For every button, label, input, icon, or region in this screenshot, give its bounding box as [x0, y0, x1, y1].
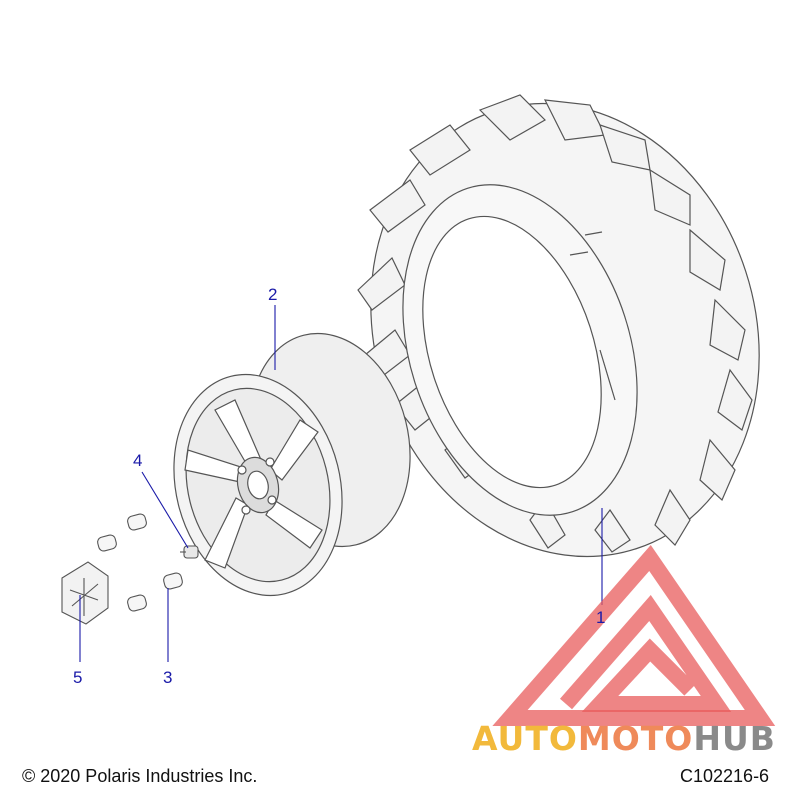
center-cap-illustration — [61, 561, 109, 625]
wheel-illustration — [173, 332, 411, 597]
valve-stem-illustration — [180, 545, 199, 559]
callout-tire: 1 — [596, 608, 606, 627]
lug-nuts-illustration — [97, 513, 183, 612]
callout-center-cap: 5 — [73, 668, 83, 687]
watermark-part-auto: AUTO — [472, 719, 578, 758]
tire-illustration — [357, 94, 760, 558]
watermark-part-moto: MOTO — [577, 719, 694, 758]
watermark-wordmark: AUTOMOTOHUB — [472, 722, 776, 755]
leader-lines — [79, 305, 603, 662]
copyright-notice: © 2020 Polaris Industries Inc. — [22, 766, 258, 786]
callout-valve-stem: 4 — [133, 451, 143, 470]
watermark-logo — [492, 544, 776, 726]
callout-wheel: 2 — [268, 285, 278, 304]
callout-lug-nut: 3 — [163, 668, 173, 687]
watermark-part-hub: HUB — [693, 719, 776, 758]
diagram-code: C102216-6 — [680, 766, 770, 786]
